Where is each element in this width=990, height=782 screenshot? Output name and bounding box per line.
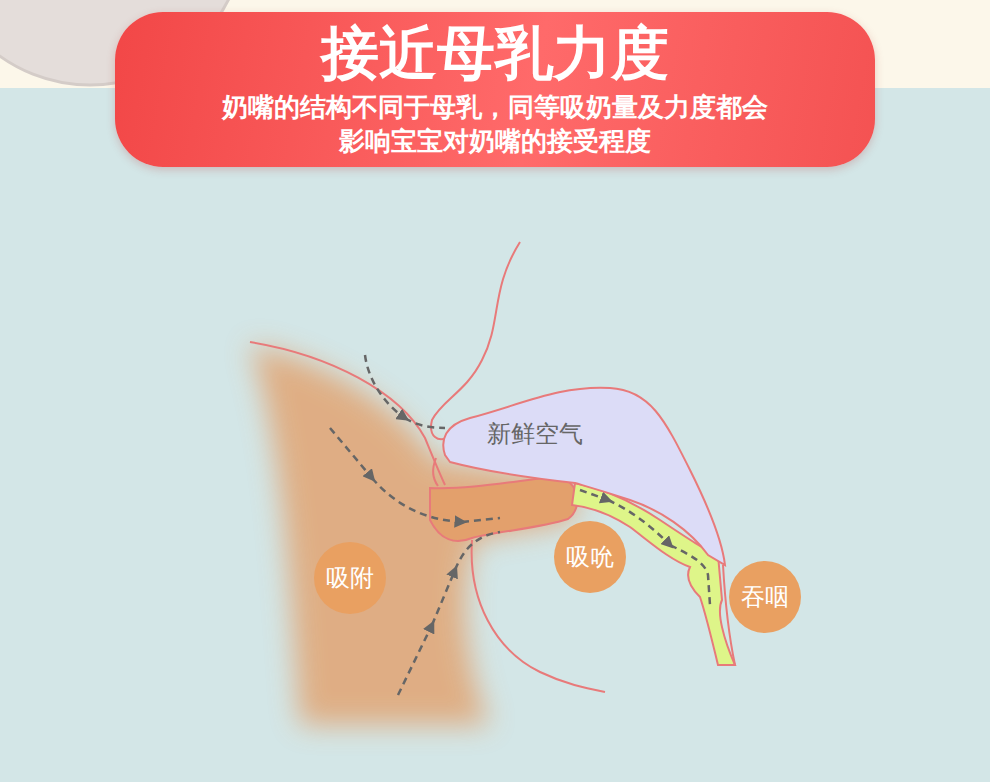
step-circle: 吸附 bbox=[314, 542, 386, 614]
node-text: 接近母乳力度 bbox=[321, 20, 669, 87]
title-banner: 接近母乳力度奶嘴的结构不同于母乳，同等吸奶量及力度都会 影响宝宝对奶嘴的接受程度 bbox=[115, 12, 875, 167]
face-outline bbox=[250, 242, 735, 692]
node-text: 新鲜空气 bbox=[487, 420, 583, 449]
node-body-text: 奶嘴的结构不同于母乳，同等吸奶量及力度都会 影响宝宝对奶嘴的接受程度 bbox=[217, 91, 773, 159]
step-circle: 吸吮 bbox=[554, 521, 626, 593]
step-circle: 吞咽 bbox=[729, 561, 801, 633]
node-text: 吸附 bbox=[326, 564, 374, 593]
node-text: 吸吮 bbox=[566, 543, 614, 572]
node-text: 吞咽 bbox=[741, 583, 789, 612]
